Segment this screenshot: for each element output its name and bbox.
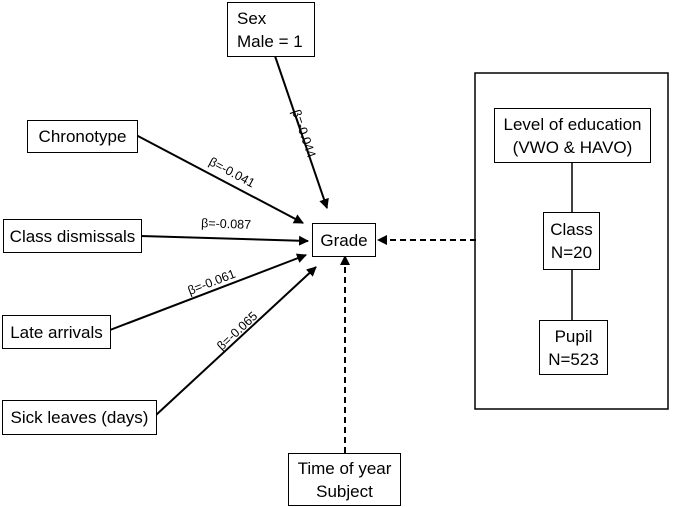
- coef-class-dismissals: β=-0.087: [201, 216, 251, 232]
- node-pupil-line2: N=523: [548, 349, 599, 369]
- node-class-line2: N=20: [550, 243, 593, 262]
- node-grade-label: Grade: [320, 230, 368, 250]
- node-sex-line2: Male = 1: [237, 31, 303, 51]
- node-sick-leaves: Sick leaves (days): [2, 400, 157, 435]
- node-sex-line1: Sex: [237, 8, 267, 28]
- node-time-of-year-line2: Subject: [316, 481, 373, 501]
- node-time-of-year: Time of year Subject: [288, 453, 401, 506]
- node-late-arrivals: Late arrivals: [2, 315, 111, 349]
- coef-sex: β=-0.044: [289, 108, 319, 160]
- node-late-arrivals-label: Late arrivals: [10, 322, 103, 342]
- arrow-late-arrivals-to-grade: [109, 253, 307, 331]
- node-sick-leaves-label: Sick leaves (days): [10, 408, 149, 427]
- arrow-sex-to-grade: [274, 55, 329, 209]
- node-class-line1: Class: [550, 220, 593, 239]
- node-grade: Grade: [312, 223, 376, 257]
- node-sex: Sex Male = 1: [227, 2, 315, 57]
- node-class-dismissals: Class dismissals: [3, 219, 142, 253]
- multilevel-container: [474, 72, 669, 410]
- coef-late-arrivals: β=-0.061: [186, 267, 238, 298]
- arrow-chronotype-to-grade: [135, 134, 304, 224]
- node-pupil: Pupil N=523: [539, 320, 608, 375]
- node-class: Class N=20: [543, 212, 600, 270]
- node-level-of-education-line2: (VWO & HAVO): [512, 137, 633, 157]
- node-level-of-education-line1: Level of education: [503, 114, 642, 134]
- node-level-of-education: Level of education (VWO & HAVO): [494, 108, 651, 163]
- node-pupil-line1: Pupil: [554, 326, 593, 346]
- node-time-of-year-line1: Time of year: [297, 458, 392, 478]
- node-class-dismissals-label: Class dismissals: [9, 226, 136, 246]
- arrow-sick-leaves-to-grade: [155, 266, 317, 416]
- node-chronotype: Chronotype: [27, 120, 138, 153]
- arrow-class-dismissals-to-grade: [140, 235, 309, 246]
- node-chronotype-label: Chronotype: [38, 127, 127, 146]
- coef-sick-leaves: β=-0.065: [214, 309, 260, 353]
